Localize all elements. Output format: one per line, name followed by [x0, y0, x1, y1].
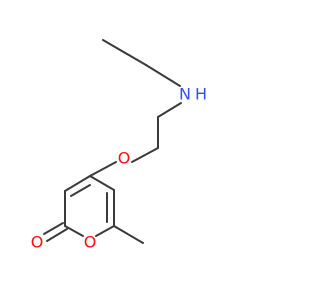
bond-c5-c4 — [89, 175, 115, 191]
nitrogen-atom-label: N — [179, 85, 191, 104]
bond-c2-carbonyl-a — [46, 228, 68, 242]
molecule-structure-diagram: N H O O O — [30, 39, 208, 252]
bond-ch2-ether-o — [131, 147, 159, 163]
bond-c2-carbonyl-b — [43, 222, 64, 235]
ring-oxygen-label: O — [84, 233, 97, 252]
bond-ethyl-ch2-n — [145, 64, 181, 87]
bond-ethyl-ch3 — [102, 39, 147, 66]
carbonyl-oxygen-label: O — [31, 233, 44, 252]
bond-c2-ring-o — [64, 225, 84, 237]
bond-ether-o-ring — [89, 161, 117, 177]
bond-c3-c4-double — [70, 184, 91, 197]
bond-c6-methyl — [113, 225, 144, 244]
bond-c4-c3 — [64, 175, 91, 192]
bond-ring-o-c6 — [95, 225, 115, 237]
amine-hydrogen-label: H — [195, 85, 207, 104]
ether-oxygen-label: O — [118, 149, 131, 168]
bond-n-ch2 — [157, 102, 182, 118]
